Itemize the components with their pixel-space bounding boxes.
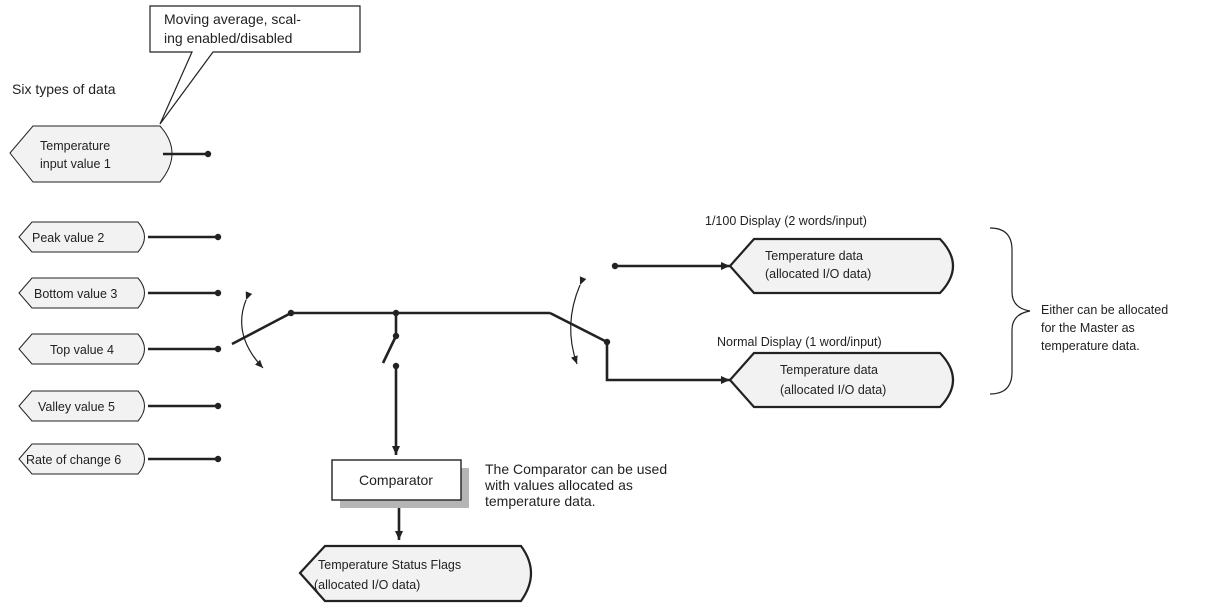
six-types-heading: Six types of data <box>12 81 116 97</box>
peak-value-label: Peak value 2 <box>32 231 104 245</box>
temperature-input-value-1: Temperature input value 1 <box>9 125 212 183</box>
brace-note-line-2: for the Master as <box>1041 321 1135 335</box>
display-normal-label: Normal Display (1 word/input) <box>717 335 882 349</box>
bottom-value-label: Bottom value 3 <box>34 287 117 301</box>
status-flags-line-1: Temperature Status Flags <box>318 558 461 572</box>
input-5-contact <box>214 402 222 410</box>
rate-of-change-label: Rate of change 6 <box>26 453 121 467</box>
temperature-input-label-line-1: Temperature <box>40 139 110 153</box>
temperature-input-label-line-2: input value 1 <box>40 157 111 171</box>
status-flags-line-2: (allocated I/O data) <box>314 578 420 592</box>
comparator-note-line-2: with values allocated as <box>484 477 633 493</box>
output-2-line-2: (allocated I/O data) <box>780 383 886 397</box>
output-1-line-2: (allocated I/O data) <box>765 267 871 281</box>
selector-rotation-arrow <box>241 291 264 369</box>
comparator-label: Comparator <box>359 472 433 488</box>
peak-value-2: Peak value 2 <box>18 221 222 253</box>
valley-value-label: Valley value 5 <box>38 400 115 414</box>
input-4-contact <box>214 345 222 353</box>
top-value-label: Top value 4 <box>50 343 114 357</box>
input-6-contact <box>214 455 222 463</box>
input-1-contact <box>204 150 212 158</box>
valley-value-5: Valley value 5 <box>18 390 222 422</box>
comparator-note-line-1: The Comparator can be used <box>485 461 667 477</box>
top-value-4: Top value 4 <box>18 333 222 365</box>
input-3-contact <box>214 289 222 297</box>
input-2-contact <box>214 233 222 241</box>
temperature-data-output-1: Temperature data (allocated I/O data) <box>728 237 954 295</box>
display-100-label: 1/100 Display (2 words/input) <box>705 214 867 228</box>
moving-average-callout: Moving average, scal- ing enabled/disabl… <box>149 5 361 125</box>
comparator-note-line-3: temperature data. <box>485 493 596 509</box>
right-brace <box>989 227 1031 395</box>
output-2-line-1: Temperature data <box>780 363 878 377</box>
comparator-switch <box>381 335 400 455</box>
rate-of-change-6: Rate of change 6 <box>18 443 222 475</box>
brace-note-line-3: temperature data. <box>1041 339 1140 353</box>
callout-line-1: Moving average, scal- <box>164 11 301 27</box>
input-selector-switch <box>231 291 295 369</box>
output-selector-rotation-arrow <box>570 276 587 365</box>
temperature-data-output-2: Temperature data (allocated I/O data) <box>728 351 954 409</box>
bottom-value-3: Bottom value 3 <box>18 277 222 309</box>
comparator-block: Comparator <box>331 459 469 508</box>
callout-line-2: ing enabled/disabled <box>164 30 292 46</box>
temperature-status-flags: Temperature Status Flags (allocated I/O … <box>298 544 533 603</box>
output-1-line-1: Temperature data <box>765 249 863 263</box>
brace-note-line-1: Either can be allocated <box>1041 303 1168 317</box>
